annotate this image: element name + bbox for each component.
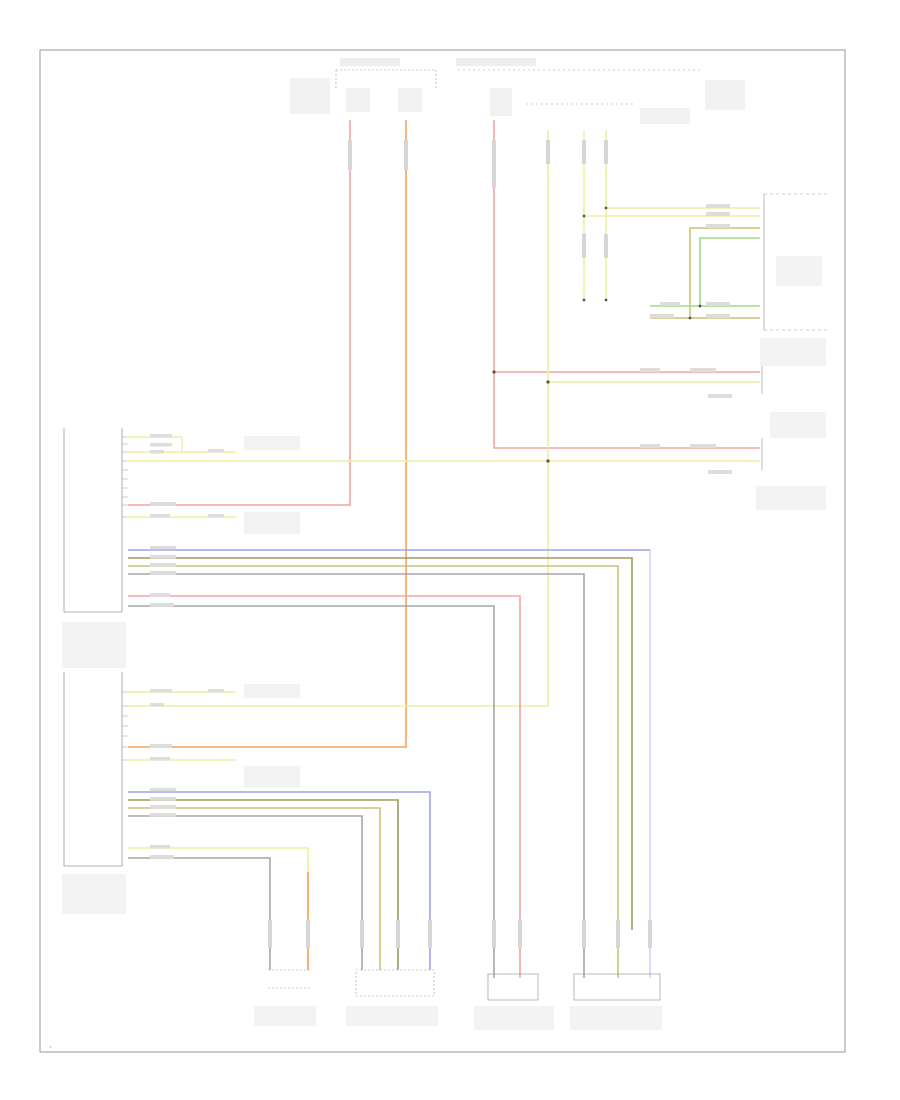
- component-right-connector-1: [760, 338, 826, 394]
- page-id: 1: [50, 1045, 52, 1049]
- wire-olive-lower-2: [128, 807, 381, 970]
- page-border: [39, 49, 846, 1053]
- module-pin-ticks: [122, 436, 128, 761]
- module-upper-left: [62, 428, 126, 668]
- vertical-wire-chips: [268, 140, 652, 948]
- wire-yellow-vertical-feed: [128, 130, 549, 707]
- wire-gray-lower-5: [128, 857, 271, 970]
- wire-label-chips-left: [150, 434, 224, 859]
- wire-orange-left-fuse: [128, 120, 407, 748]
- wire-gray-upper-3: [128, 573, 585, 978]
- wire-green-loop: [650, 237, 760, 307]
- wire-blue-lower: [128, 791, 431, 970]
- component-central-module-right: [763, 193, 828, 331]
- wire-label-chips-right: [640, 204, 732, 474]
- wire-red-upper-4: [128, 595, 521, 978]
- wire-red-right-fuse: [493, 120, 760, 449]
- wire-gray-lower-3: [128, 815, 363, 970]
- wire-brown-lower-1: [128, 799, 399, 970]
- lower-module-stubs: [128, 684, 300, 788]
- bottom-component-2: [346, 969, 438, 1026]
- bottom-component-1: [254, 969, 316, 1026]
- bottom-component-3: [474, 973, 554, 1030]
- wire-yellow-lower-4: [128, 847, 309, 970]
- wire-olive-upper-2: [128, 565, 619, 978]
- component-right-connector-2: [756, 412, 826, 510]
- top-fuse-block-left: [290, 58, 437, 114]
- wire-brown-upper-1: [128, 557, 633, 930]
- top-fuse-block-right: [456, 58, 745, 124]
- splice-points: [492, 206, 702, 463]
- bottom-component-4: [570, 973, 662, 1030]
- wire-gray-upper-5: [128, 605, 495, 978]
- module-lower-left: [62, 672, 126, 914]
- wire-red-left-fuse: [128, 120, 351, 506]
